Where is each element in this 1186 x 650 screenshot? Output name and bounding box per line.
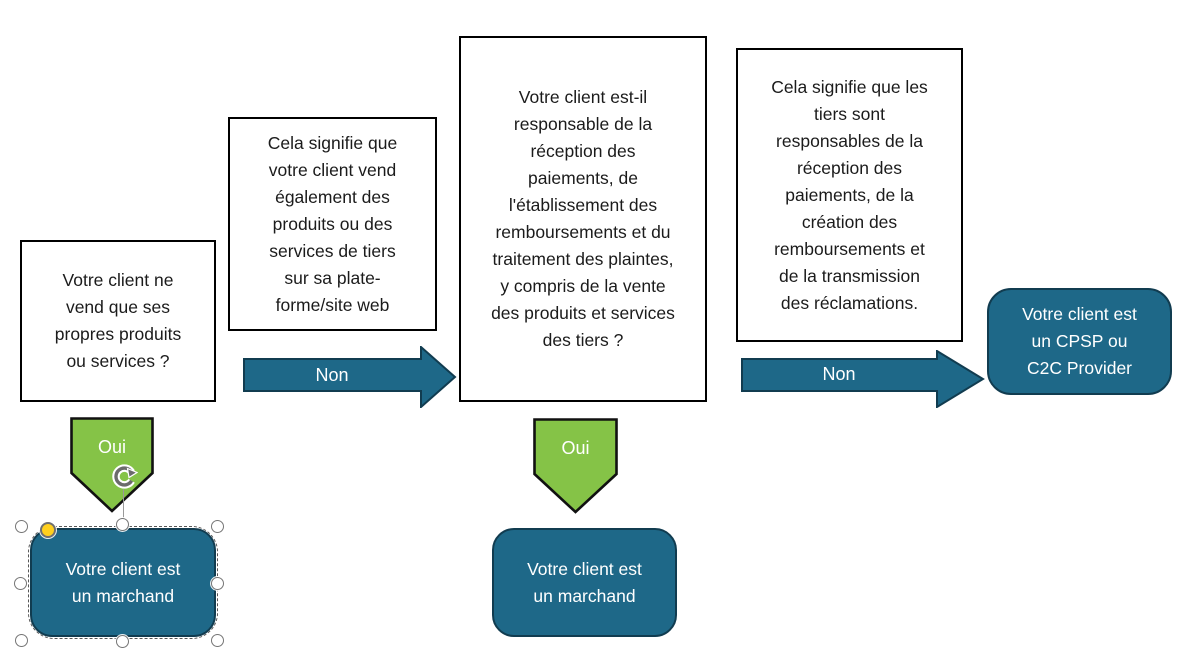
non-arrow-2[interactable]: Non xyxy=(741,350,985,408)
right-arrow-shape xyxy=(741,350,985,408)
selection-handle-mid-left[interactable] xyxy=(14,577,27,590)
question-box-text: Votre client est-il responsable de la ré… xyxy=(491,87,675,350)
result-box-text: Votre client est un CPSP ou C2C Provider xyxy=(1022,304,1137,378)
right-arrow-shape xyxy=(243,346,457,408)
result-box-marchand-2[interactable]: Votre client est un marchand xyxy=(492,528,677,637)
result-box-text: Votre client est un marchand xyxy=(527,558,642,606)
oui-marker-2[interactable]: Oui xyxy=(533,418,618,514)
oui-marker-label: Oui xyxy=(561,438,590,458)
question-box-text: Votre client ne vend que ses propres pro… xyxy=(54,270,182,371)
selection-handle-top-right[interactable] xyxy=(211,520,224,533)
rotation-handle-stem xyxy=(123,489,124,521)
selection-handle-bottom-right[interactable] xyxy=(211,634,224,647)
result-box-text: Votre client est un marchand xyxy=(65,558,181,606)
selection-handle-bottom-center[interactable] xyxy=(116,635,129,648)
info-box-text: Cela signifie que votre client vend égal… xyxy=(267,132,398,315)
oui-marker-label: Oui xyxy=(97,437,126,457)
down-pentagon-shape xyxy=(70,417,154,513)
info-box-third-party-responsible[interactable]: Cela signifie que les tiers sont respons… xyxy=(736,48,963,342)
selection-handle-top-left[interactable] xyxy=(15,520,28,533)
question-box-own-products[interactable]: Votre client ne vend que ses propres pro… xyxy=(20,240,216,402)
result-box-marchand-1[interactable]: Votre client est un marchand xyxy=(28,526,218,639)
selection-handle-bottom-left[interactable] xyxy=(15,634,28,647)
adjust-handle-yellow[interactable] xyxy=(40,522,56,538)
question-box-responsible-payments[interactable]: Votre client est-il responsable de la ré… xyxy=(459,36,707,402)
selection-handle-mid-right[interactable] xyxy=(211,577,224,590)
selection-handle-top-center[interactable] xyxy=(116,518,129,531)
down-pentagon-shape xyxy=(533,418,618,514)
result-box-cpsp[interactable]: Votre client est un CPSP ou C2C Provider xyxy=(987,288,1172,395)
info-box-sells-third-party[interactable]: Cela signifie que votre client vend égal… xyxy=(228,117,437,331)
rotate-handle-icon[interactable] xyxy=(111,463,138,490)
info-box-text: Cela signifie que les tiers sont respons… xyxy=(771,76,928,313)
oui-marker-1[interactable]: Oui xyxy=(70,417,154,513)
non-arrow-label: Non xyxy=(315,365,349,385)
non-arrow-label: Non xyxy=(822,364,856,384)
non-arrow-1[interactable]: Non xyxy=(243,346,457,408)
